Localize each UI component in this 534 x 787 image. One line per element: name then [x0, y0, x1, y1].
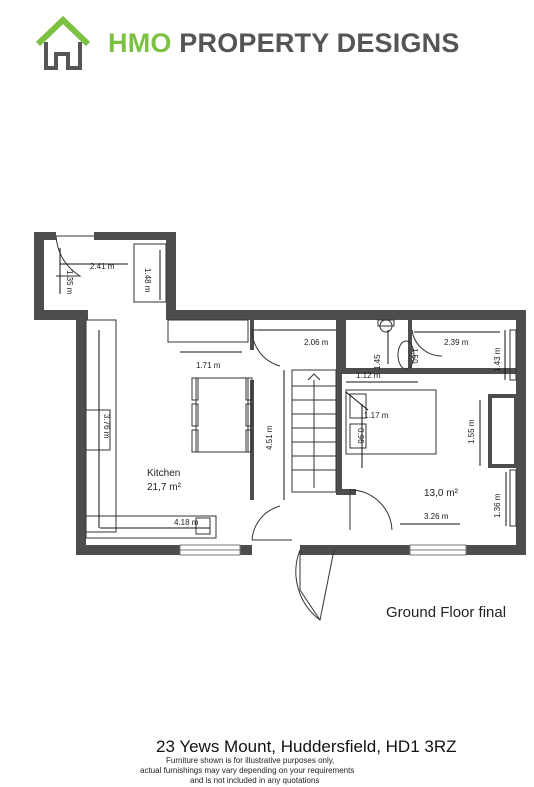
outer-walls [34, 232, 526, 555]
dim-376: 3.76 m [102, 414, 111, 439]
dim-112: 1.12 m [356, 371, 381, 380]
house-icon [35, 16, 91, 70]
property-address: 23 Yews Mount, Huddersfield, HD1 3RZ [156, 737, 457, 756]
dim-451: 4.51 m [265, 425, 274, 450]
dim-206: 2.06 m [304, 338, 329, 347]
dim-136: 1.36 m [493, 493, 502, 518]
dim-143: 1.43 m [493, 347, 502, 372]
windows [179, 544, 467, 556]
disclaimer-line-1: Furniture shown is for illustrative purp… [166, 756, 335, 765]
doors [55, 235, 443, 622]
dim-150: 1.50 [410, 348, 419, 364]
brand-name-part1: HMO [108, 28, 172, 58]
dim-418: 4.18 m [174, 518, 199, 527]
disclaimer-line-3: and is not included in any quotations [190, 776, 320, 785]
dim-241: 2.41 m [90, 262, 115, 271]
bedroom-area: 13,0 m² [424, 488, 459, 499]
dim-326: 3.26 m [424, 512, 449, 521]
dim-171: 1.71 m [196, 361, 221, 370]
dim-096: 0.96 [356, 428, 365, 444]
dining-table [191, 377, 253, 453]
brand-name: HMO PROPERTY DESIGNS [108, 28, 460, 59]
brand-name-part2: PROPERTY DESIGNS [179, 28, 460, 58]
kitchen-name: Kitchen [147, 468, 180, 479]
dim-148: 1.48 m [143, 268, 152, 293]
bathroom-fixtures [377, 319, 415, 370]
dim-145: 1.45 [373, 354, 382, 370]
interior-walls [250, 320, 516, 500]
disclaimer-line-2: actual furnishings may vary depending on… [140, 766, 355, 775]
dim-117: 1.17 m [364, 411, 389, 420]
dim-135: 1.35 m [65, 270, 74, 295]
bed [345, 329, 518, 527]
dim-155: 1.55 m [467, 419, 476, 444]
dim-239: 2.39 m [444, 338, 469, 347]
kitchen-area: 21,7 m² [147, 482, 182, 493]
dimension-lines [59, 248, 507, 529]
floor-title: Ground Floor final [386, 604, 507, 621]
kitchen-counters [85, 243, 249, 539]
staircase [291, 369, 337, 493]
